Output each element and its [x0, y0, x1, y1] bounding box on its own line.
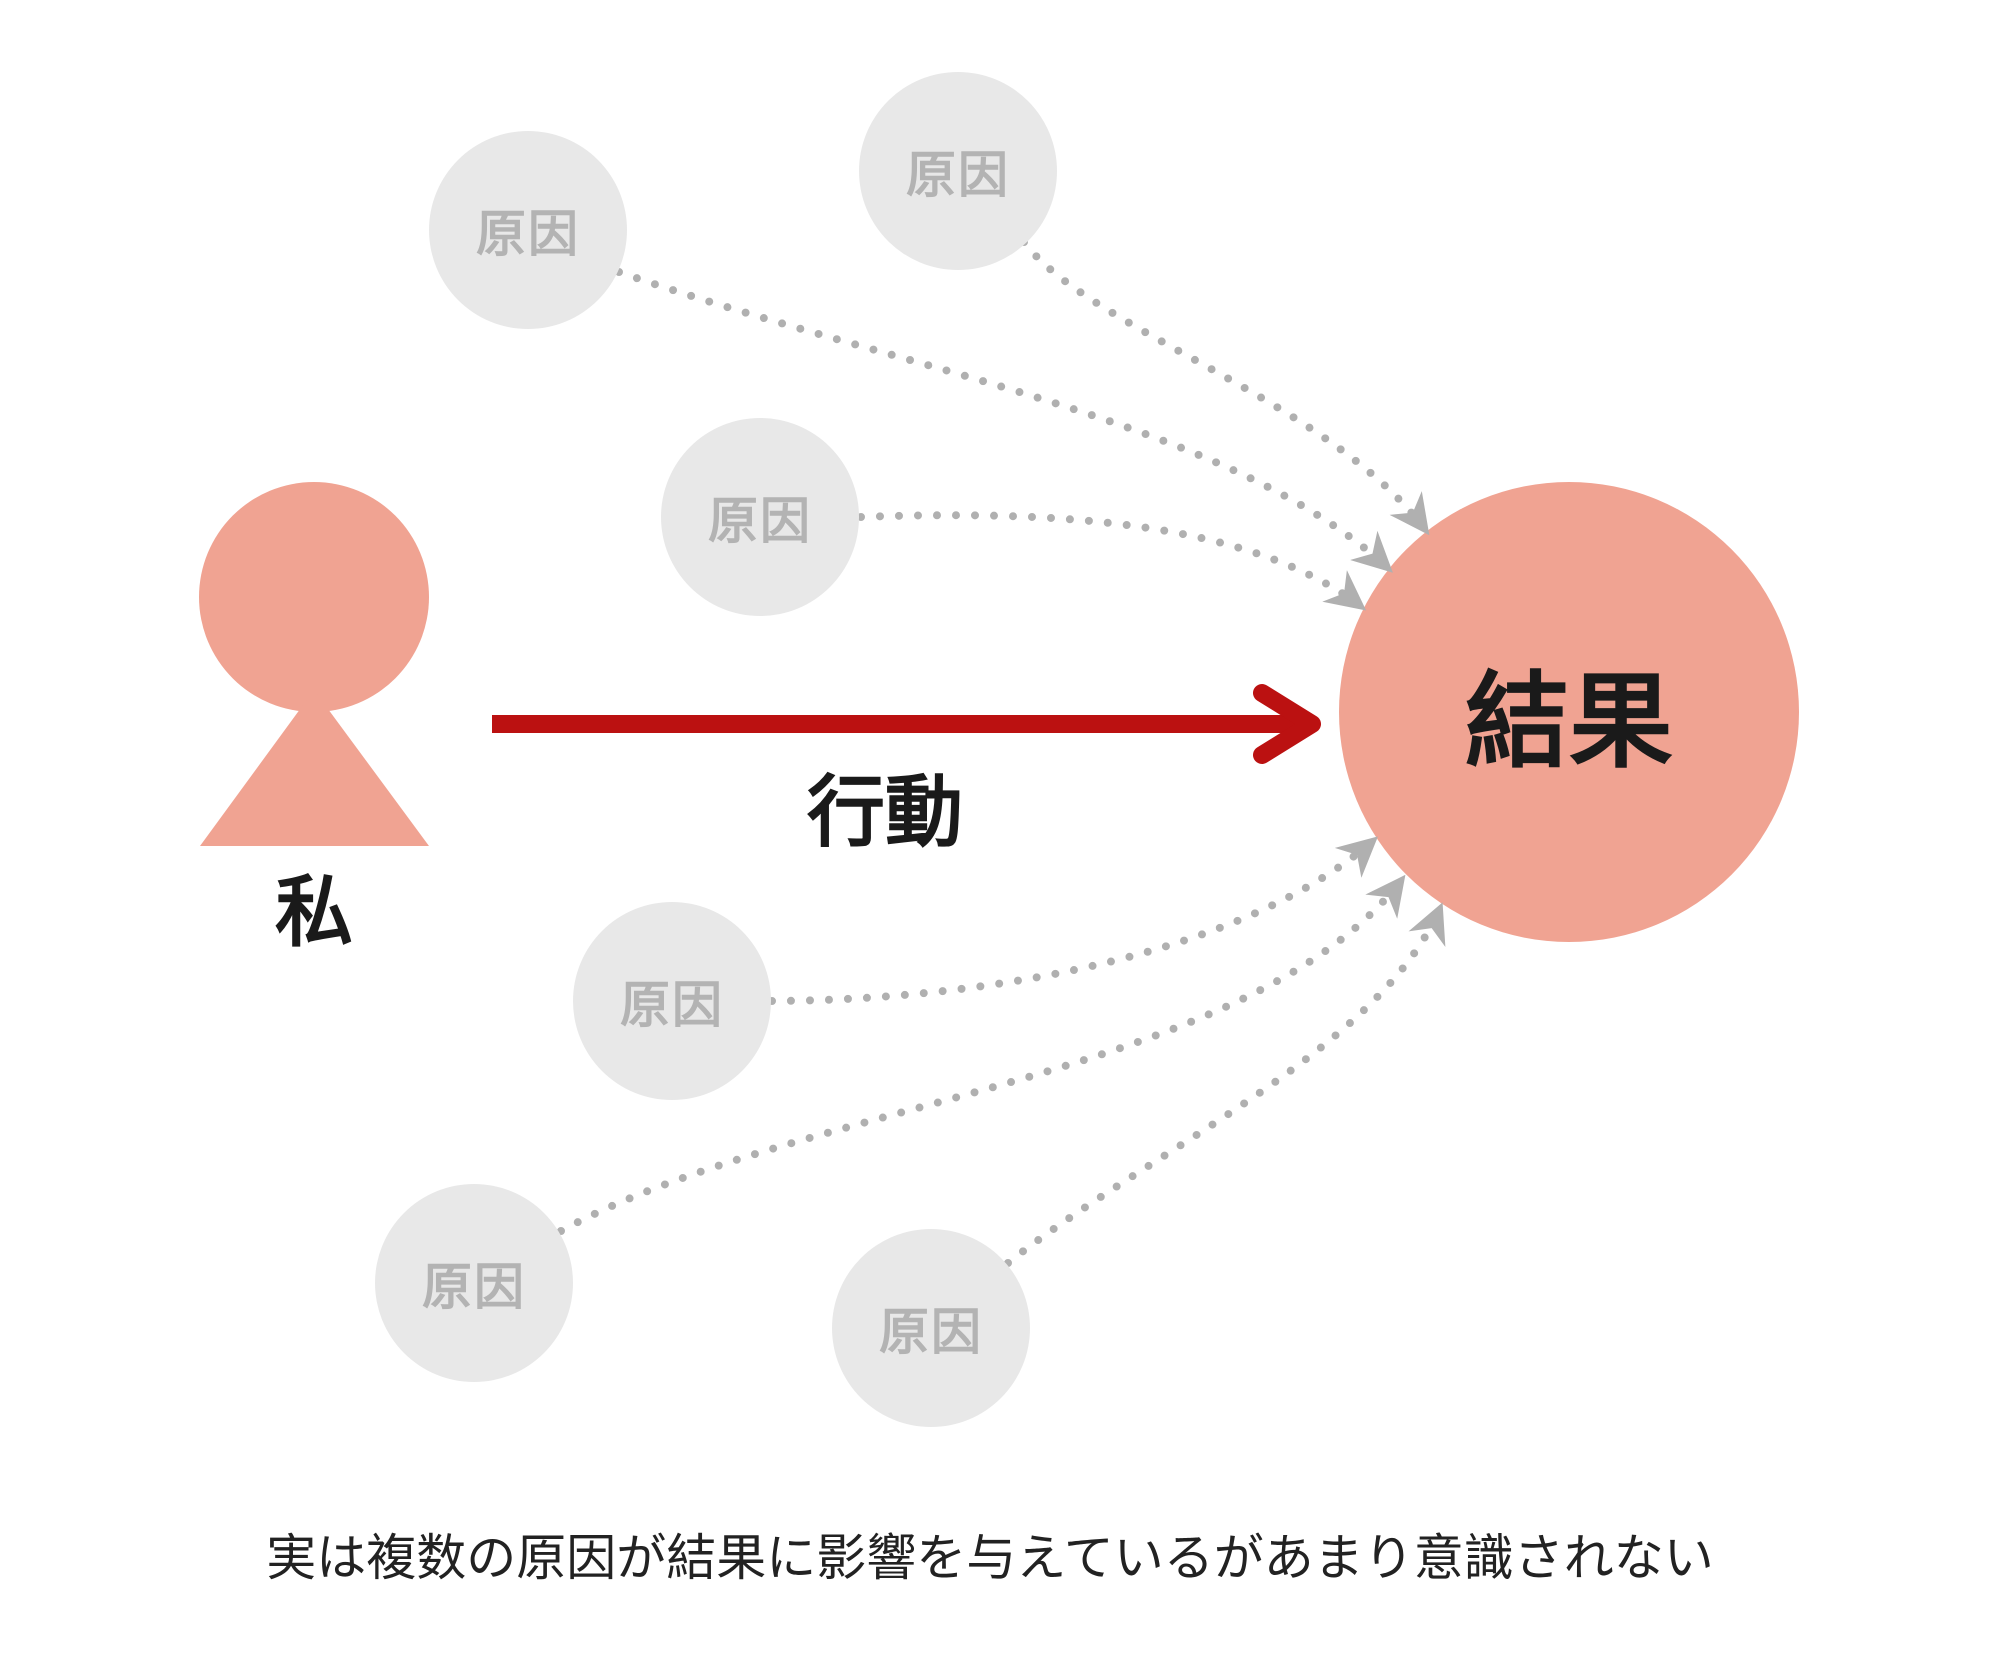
- cause-arrow-4: [768, 835, 1379, 1005]
- cause-label: 原因: [708, 492, 812, 550]
- cause-node: 原因: [375, 1184, 573, 1382]
- person-head: [199, 482, 429, 712]
- cause-arrow-2: [1020, 238, 1431, 536]
- cause-arrow-6: [1004, 902, 1446, 1267]
- cause-arrow-5: [557, 874, 1407, 1235]
- caption: 実は複数の原因が結果に影響を与えているがあまり意識されない: [266, 1529, 1714, 1587]
- cause-label: 原因: [422, 1258, 526, 1316]
- cause-node: 原因: [832, 1229, 1030, 1427]
- cause-label: 原因: [476, 205, 580, 263]
- cause-label: 原因: [879, 1303, 983, 1361]
- action-arrow-head: [1253, 684, 1321, 764]
- cause-node: 原因: [661, 418, 859, 616]
- person-label: 私: [274, 868, 354, 958]
- cause-node: 原因: [859, 72, 1057, 270]
- cause-label: 原因: [620, 976, 724, 1034]
- cause-label: 原因: [906, 146, 1010, 204]
- result-circle: [1339, 482, 1799, 942]
- cause-node: 原因: [573, 902, 771, 1100]
- result-label: 結果: [1464, 660, 1674, 783]
- cause-node: 原因: [429, 131, 627, 329]
- person-body: [200, 690, 429, 846]
- cause-arrow-1: [615, 268, 1394, 574]
- cause-arrow-3: [857, 511, 1367, 612]
- action-label: 行動: [806, 768, 964, 858]
